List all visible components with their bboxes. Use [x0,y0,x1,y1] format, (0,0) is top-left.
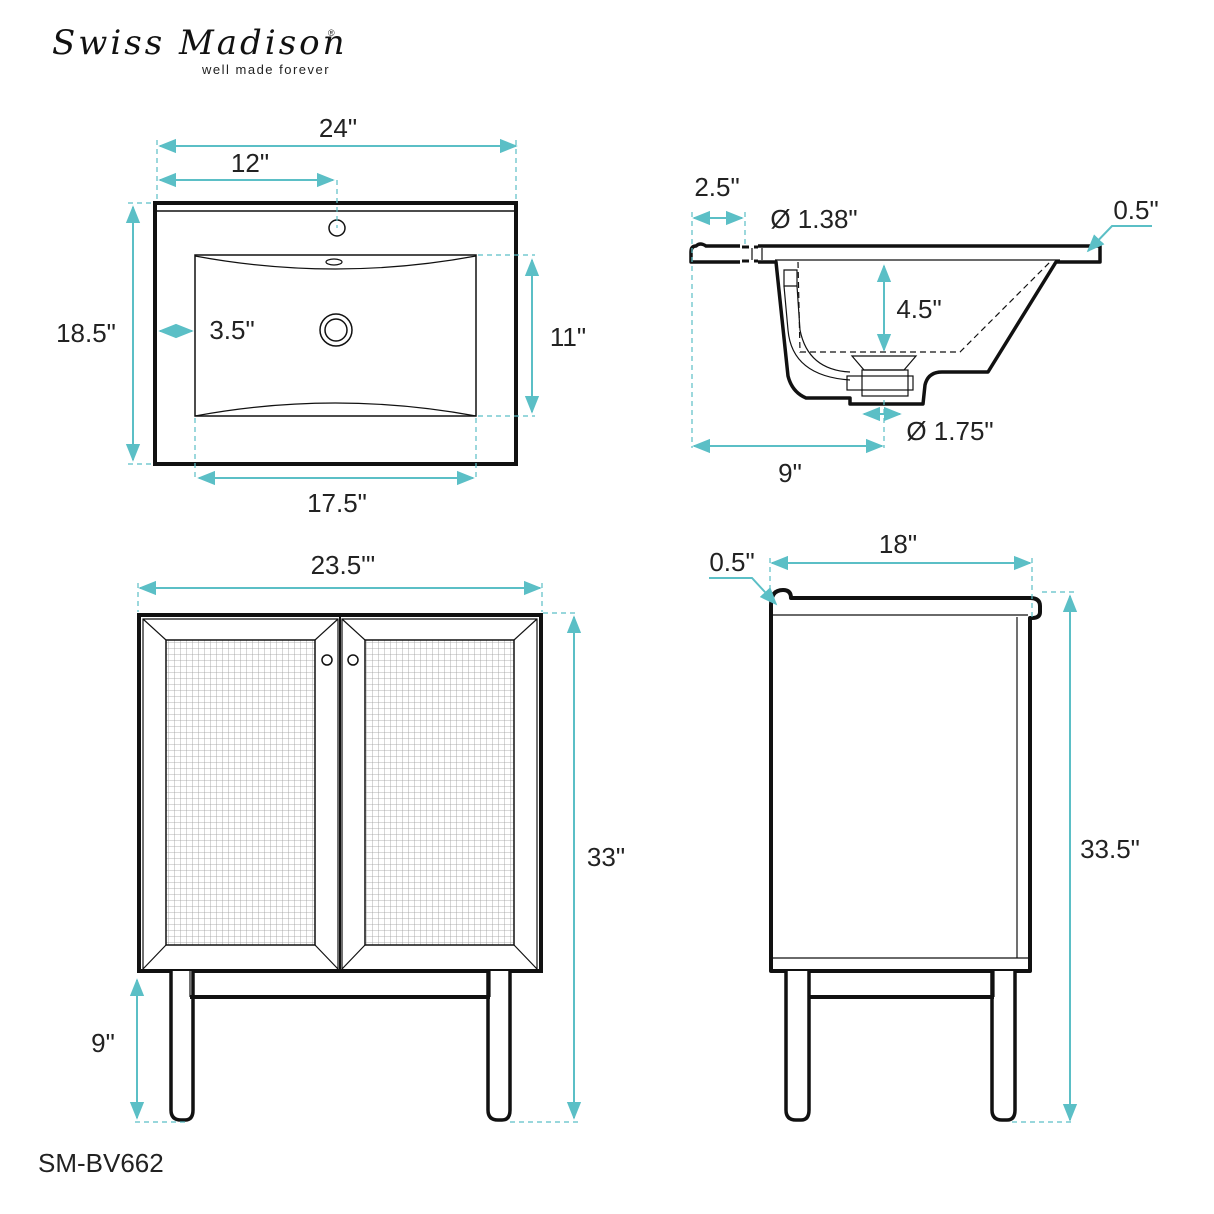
front-view: 23.5"' 33" 9" [91,550,625,1123]
dim-cabinet-width: 23.5"' [311,550,376,580]
dim-side-margin: 3.5" [209,315,254,345]
side-view: 18" 0.5" 33.5" [709,529,1140,1123]
registered-mark: ® [328,28,335,38]
dim-backsplash: 0.5" [709,547,754,577]
brand-logo: Swiss Madison ® well made forever [52,23,348,77]
door-knob-left [321,654,333,666]
dim-leg-height: 9" [91,1028,115,1058]
dim-total-height: 33.5" [1080,834,1140,864]
dim-cabinet-height: 33" [587,842,625,872]
dim-bowl-depth: 4.5" [896,294,941,324]
dim-overall-width: 24" [319,113,357,143]
dim-drain-offset: 9" [778,458,802,488]
dim-basin-depth: 11" [550,322,586,352]
section-view: 2.5" Ø 1.38" 0.5" 4.5" Ø 1.75" 9" [689,172,1159,488]
dim-faucet-center: 12" [231,148,269,178]
brand-tagline: well made forever [202,62,331,77]
basin [194,254,477,417]
drain-icon [319,313,353,347]
dim-back-ledge: 2.5" [694,172,739,202]
door-knob-right [347,654,359,666]
dim-basin-width: 17.5" [307,488,367,518]
brand-name: Swiss Madison [52,23,348,63]
top-view: 24" 12" 18.5" 3.5" 11" 17.5" [56,113,586,518]
dim-rim-thickness: 0.5" [1113,195,1158,225]
dim-overall-depth: 18.5" [56,318,116,348]
dim-top-depth: 18" [879,529,917,559]
model-number: SM-BV662 [38,1148,164,1178]
dim-drain-diameter: Ø 1.75" [906,416,993,446]
dim-faucet-hole-diameter: Ø 1.38" [770,204,857,234]
